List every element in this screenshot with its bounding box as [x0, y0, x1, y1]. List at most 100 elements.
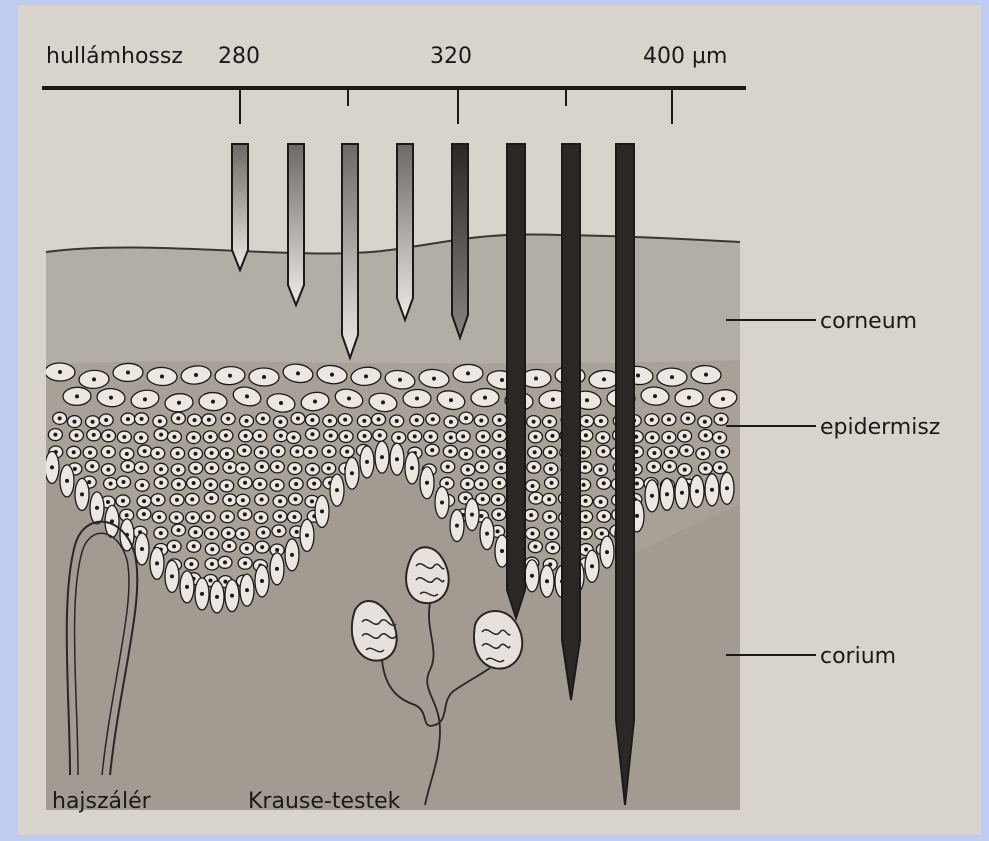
cell-nucleus [260, 579, 264, 583]
penetration-arrow-4 [397, 144, 413, 320]
cell-nucleus [667, 464, 671, 468]
cell-nucleus [721, 450, 725, 454]
cell-nucleus [91, 420, 95, 424]
cell-nucleus [313, 400, 317, 404]
cell-nucleus [193, 418, 197, 422]
cell-nucleus [446, 465, 450, 469]
cell-nucleus [245, 588, 249, 592]
cell-nucleus [177, 528, 181, 532]
cell-nucleus [585, 398, 589, 402]
cell-nucleus [92, 377, 96, 381]
cell-nucleus [547, 497, 551, 501]
cell-nucleus [192, 436, 196, 440]
cell-nucleus [177, 482, 181, 486]
penetration-arrow-5 [452, 144, 468, 338]
cell-nucleus [275, 483, 279, 487]
cell-nucleus [224, 434, 228, 438]
cell-nucleus [277, 529, 281, 533]
cell-nucleus [344, 435, 348, 439]
cell-nucleus [225, 484, 229, 488]
penetration-arrow-1 [232, 144, 248, 270]
cell-nucleus [228, 374, 232, 378]
krause-bodies-label: Krause-testek [248, 789, 401, 814]
cell-nucleus [159, 433, 163, 437]
cell-nucleus [710, 488, 714, 492]
cell-nucleus [279, 401, 283, 405]
cell-nucleus [461, 434, 465, 438]
cell-nucleus [652, 451, 656, 455]
cell-nucleus [550, 434, 554, 438]
cell-nucleus [481, 435, 485, 439]
cell-nucleus [275, 465, 279, 469]
cell-nucleus [106, 450, 110, 454]
cell-nucleus [635, 482, 639, 486]
cell-nucleus [208, 579, 212, 583]
cell-nucleus [582, 483, 586, 487]
layer-label-epidermis: epidermisz [820, 415, 940, 440]
cell-nucleus [193, 452, 197, 456]
cell-nucleus [243, 481, 247, 485]
cell-nucleus [718, 436, 722, 440]
cell-nucleus [227, 531, 231, 535]
cell-nucleus [296, 416, 300, 420]
cell-nucleus [122, 435, 126, 439]
cell-nucleus [90, 464, 94, 468]
cell-nucleus [177, 401, 181, 405]
cell-nucleus [500, 378, 504, 382]
cell-nucleus [278, 499, 282, 503]
cell-nucleus [397, 436, 401, 440]
cell-nucleus [223, 580, 227, 584]
cell-nucleus [158, 419, 162, 423]
cell-nucleus [278, 420, 282, 424]
cell-nucleus [327, 466, 331, 470]
cell-nucleus [50, 465, 54, 469]
cell-nucleus [378, 433, 382, 437]
cell-nucleus [498, 418, 502, 422]
cell-nucleus [142, 512, 146, 516]
cell-nucleus [206, 515, 210, 519]
cell-nucleus [634, 450, 638, 454]
cell-nucleus [667, 435, 671, 439]
cell-nucleus [310, 418, 314, 422]
cell-nucleus [685, 449, 689, 453]
cell-nucleus [429, 435, 433, 439]
cell-nucleus [227, 544, 231, 548]
cell-nucleus [125, 452, 129, 456]
cell-nucleus [686, 417, 690, 421]
cell-nucleus [479, 514, 483, 518]
cell-nucleus [381, 400, 385, 404]
cell-nucleus [310, 467, 314, 471]
cell-nucleus [172, 435, 176, 439]
cell-nucleus [464, 416, 468, 420]
cell-nucleus [449, 435, 453, 439]
cell-nucleus [497, 481, 501, 485]
cell-nucleus [290, 553, 294, 557]
cell-nucleus [499, 466, 503, 470]
cell-nucleus [449, 398, 453, 402]
cell-nucleus [65, 479, 69, 483]
cell-nucleus [228, 465, 232, 469]
cell-nucleus [395, 457, 399, 461]
cell-nucleus [170, 574, 174, 578]
cell-nucleus [276, 449, 280, 453]
cell-nucleus [192, 544, 196, 548]
cell-nucleus [243, 512, 247, 516]
layer-label-corium: corium [820, 644, 896, 669]
cell-nucleus [223, 560, 227, 564]
cell-nucleus [496, 529, 500, 533]
cell-nucleus [140, 547, 144, 551]
cell-nucleus [143, 397, 147, 401]
cell-nucleus [72, 420, 76, 424]
cell-nucleus [258, 434, 262, 438]
penetration-arrow-7 [562, 144, 580, 700]
cell-nucleus [548, 420, 552, 424]
cell-nucleus [176, 416, 180, 420]
cell-nucleus [155, 561, 159, 565]
cell-nucleus [159, 531, 163, 535]
cell-nucleus [410, 466, 414, 470]
cell-nucleus [335, 488, 339, 492]
cell-nucleus [208, 435, 212, 439]
cell-nucleus [721, 397, 725, 401]
cell-nucleus [126, 370, 130, 374]
cell-nucleus [260, 497, 264, 501]
